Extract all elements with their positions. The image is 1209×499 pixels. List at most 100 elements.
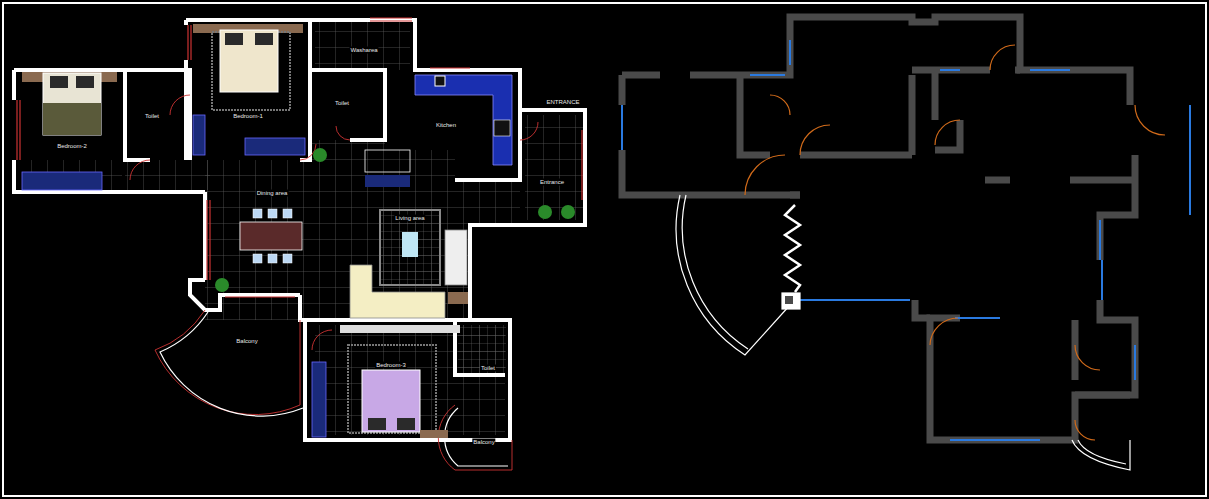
balcony-outline: [160, 312, 508, 466]
walls-part: [125, 70, 190, 160]
balcony-outline-part: [445, 408, 508, 466]
room-label: Toilet: [334, 100, 350, 107]
windows-part: [225, 296, 295, 297]
outline-walls-part: [622, 75, 800, 195]
right-balcony: [676, 195, 1130, 470]
outline-walls-part: [1075, 320, 1130, 395]
door-swings-part: [438, 405, 512, 470]
windows: [17, 18, 582, 297]
furniture-part: [253, 209, 292, 263]
door-swings-part: [155, 310, 300, 415]
outline-walls-part: [985, 177, 1135, 184]
outline-walls-part: [915, 300, 930, 318]
furniture-part: [402, 232, 418, 257]
furniture-part: [435, 76, 445, 86]
windows-part: [207, 200, 210, 280]
furniture-part: [368, 418, 386, 430]
furniture-part: [448, 292, 468, 304]
floor-tiles-part: [525, 115, 583, 220]
right-doors-part: [935, 45, 1165, 145]
floor-tiles-part: [315, 22, 410, 70]
furniture-part: [380, 210, 440, 285]
door-swings-part: [130, 95, 190, 180]
right-balcony-part: [785, 205, 800, 292]
furniture-part: [193, 115, 205, 155]
furniture-part: [340, 325, 460, 333]
entrance-label: ENTRANCE: [545, 99, 580, 106]
furniture-part: [348, 345, 436, 433]
windows-part: [17, 100, 20, 160]
furniture-part: [43, 73, 101, 135]
furniture-part: [50, 76, 68, 88]
windows-part: [581, 130, 582, 200]
walls-part: [455, 320, 505, 375]
room-label: Toilet: [144, 113, 160, 120]
room-label: Balcony: [472, 439, 495, 446]
furniture-part: [350, 265, 445, 318]
room-label: Living area: [394, 215, 425, 222]
walls-part: [305, 320, 510, 440]
furniture-part: [240, 222, 302, 250]
furniture-part: [76, 76, 94, 88]
right-windows-part: [800, 105, 1190, 440]
walls-part: [470, 110, 585, 320]
outline-walls-part: [740, 75, 912, 155]
outline-walls-part: [690, 17, 1135, 440]
walls-part: [190, 192, 305, 320]
room-label: Bedroom-2: [56, 143, 88, 150]
furniture: [22, 24, 575, 438]
room-label: Bedroom-1: [232, 113, 264, 120]
furniture-part: [365, 150, 410, 172]
furniture-part: [22, 172, 102, 190]
floor-tiles-part: [458, 325, 506, 373]
furniture-part: [255, 33, 273, 45]
floor-tiles-part: [315, 325, 505, 435]
windows-part: [430, 67, 470, 68]
windows-part: [188, 25, 191, 60]
walls-part: [186, 20, 310, 160]
furniture-part: [362, 370, 420, 432]
furniture-part: [43, 103, 101, 135]
furniture-part: [215, 278, 229, 292]
furniture-part-part: [268, 254, 277, 263]
right-doors-part: [745, 95, 830, 195]
door-swings-part: [520, 122, 538, 140]
furniture-part: [220, 30, 278, 92]
floor-tiles: [22, 22, 583, 435]
furniture-part: [538, 205, 552, 219]
furniture-part-part: [283, 254, 292, 263]
furniture-part-part: [253, 209, 262, 218]
furniture-part: [312, 362, 326, 437]
furniture-part: [561, 205, 575, 219]
outline-walls-part: [912, 70, 1020, 150]
furniture-part: [494, 120, 510, 136]
furniture-part: [245, 138, 305, 155]
furniture-part: [415, 75, 512, 165]
furniture-part-part: [283, 209, 292, 218]
right-balcony-part: [785, 296, 793, 304]
outline-walls-part: [790, 192, 800, 199]
room-label: Bedroom-3: [375, 362, 407, 369]
door-swings-part: [312, 330, 332, 350]
right-balcony-part: [1072, 440, 1130, 470]
room-label: Balcony: [235, 338, 258, 345]
right-balcony-part: [782, 293, 800, 309]
room-label: Dining area: [256, 190, 289, 197]
floor-tiles-part: [22, 160, 122, 190]
furniture-part: [365, 175, 410, 187]
right-doors-part: [930, 318, 1100, 440]
door-swings: [130, 95, 538, 470]
room-label: Entrance: [539, 179, 565, 186]
right-windows-part: [622, 40, 1070, 150]
room-label: Toilet: [480, 365, 496, 372]
walls-part: [14, 70, 205, 192]
furniture-part: [397, 418, 415, 430]
walls-part: [310, 20, 520, 180]
furniture-part: [313, 148, 327, 162]
room-label: Washarea: [349, 47, 378, 54]
walls-part: [310, 70, 385, 140]
outline-walls: [622, 17, 1135, 440]
sheet-border: [3, 3, 1206, 496]
